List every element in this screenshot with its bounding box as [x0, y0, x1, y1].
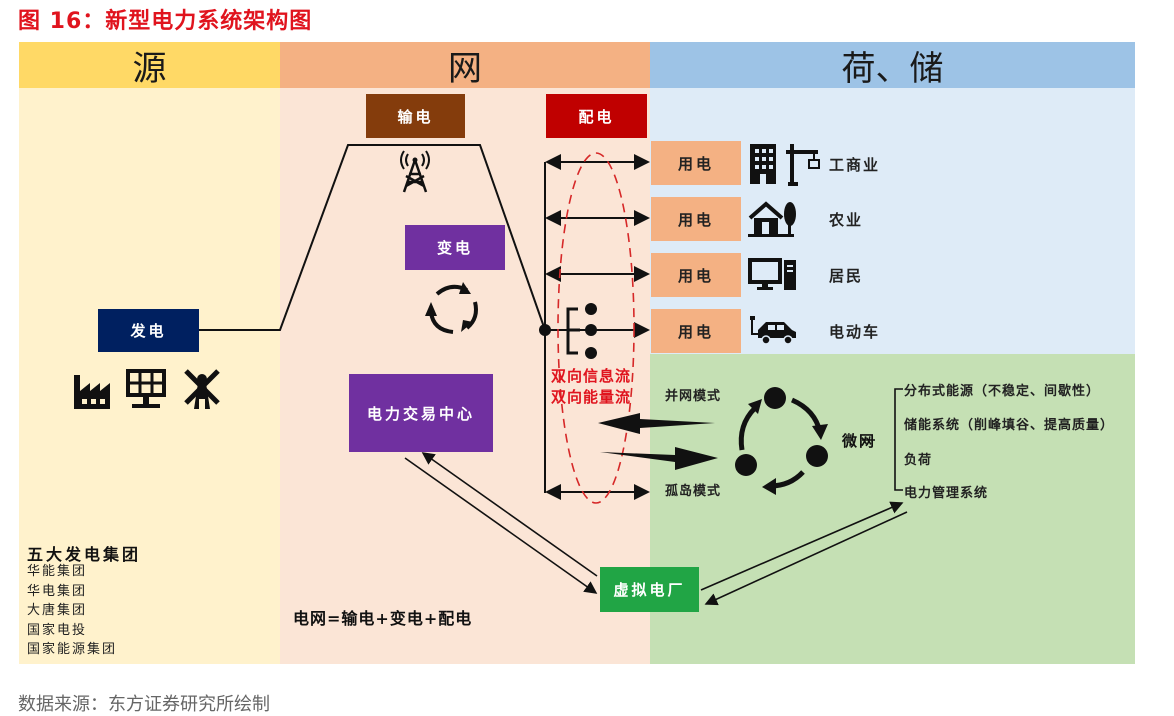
- group-item: 国家电投: [27, 622, 88, 638]
- groups-list: 华能集团 华电集团 大唐集团 国家电投 国家能源集团: [27, 562, 117, 660]
- trading-center-label: 电力交易中心: [366, 404, 475, 423]
- storage-microgrid-panel: [650, 354, 1135, 664]
- consumer-box-label: 用电: [677, 154, 714, 173]
- generation-label: 发电: [130, 322, 167, 340]
- column-header-grid-label: 网: [448, 48, 482, 89]
- consumer-label: 农业: [829, 211, 864, 229]
- trading-center-box: 电力交易中心: [349, 374, 493, 452]
- column-header-source-label: 源: [132, 48, 167, 89]
- consumer-label: 居民: [829, 267, 864, 285]
- island-mode-label: 孤岛模式: [665, 484, 722, 499]
- transmission-label: 输电: [397, 107, 434, 126]
- generation-icons: [72, 367, 232, 411]
- group-item: 华电集团: [27, 583, 88, 599]
- info-flow-label: 双向信息流: [551, 367, 632, 385]
- house-tree-icon: [748, 201, 796, 237]
- transformation-label: 变电: [436, 239, 473, 257]
- column-header-source: 源: [19, 42, 280, 89]
- microgrid-item: 负荷: [904, 453, 933, 468]
- figure-title: 图 16：新型电力系统架构图: [18, 9, 313, 34]
- consumer-box-label: 用电: [677, 322, 714, 341]
- virtual-plant-label: 虚拟电厂: [613, 581, 686, 599]
- consumer-box: 用电: [651, 253, 741, 297]
- factory-icon: [74, 375, 110, 409]
- grid-equation: 电网=输电+变电+配电: [293, 609, 473, 628]
- column-header-load-storage: 荷、储: [650, 42, 1135, 89]
- ev-car-icon: [750, 316, 796, 345]
- consumer-label: 电动车: [829, 323, 881, 341]
- building-crane-icon: [750, 144, 820, 186]
- column-header-grid: 网: [280, 42, 650, 89]
- data-source-note: 数据来源：东方证券研究所绘制: [18, 694, 270, 715]
- column-header-load-label: 荷、储: [841, 48, 944, 89]
- computer-icon: [748, 258, 796, 290]
- groups-title: 五大发电集团: [27, 545, 142, 564]
- windmill-icon: [184, 369, 220, 409]
- consumer-label: 工商业: [829, 156, 881, 174]
- cycle-arrows-icon: [425, 282, 478, 334]
- generation-box: 发电: [98, 309, 199, 352]
- virtual-power-plant-box: 虚拟电厂: [600, 567, 699, 612]
- transmission-tower-icon: [400, 150, 430, 193]
- microgrid-item: 储能系统（削峰填谷、提高质量）: [904, 418, 1115, 433]
- microgrid-item: 电力管理系统: [904, 486, 989, 501]
- microgrid-label: 微网: [842, 432, 877, 450]
- consumer-box: 用电: [651, 197, 741, 241]
- consumer-box-label: 用电: [677, 210, 714, 229]
- transmission-box: 输电: [366, 94, 465, 138]
- flow-labels: 双向信息流 双向能量流: [551, 366, 631, 408]
- grid-connected-mode-label: 并网模式: [665, 389, 722, 404]
- transformation-box: 变电: [405, 225, 505, 270]
- solar-panel-icon: [126, 369, 166, 408]
- energy-flow-label: 双向能量流: [551, 388, 632, 406]
- microgrid-item: 分布式能源（不稳定、间歇性）: [904, 384, 1101, 399]
- group-item: 国家能源集团: [27, 642, 118, 657]
- group-item: 大唐集团: [27, 603, 88, 618]
- consumer-box-label: 用电: [677, 266, 714, 285]
- distribution-label: 配电: [578, 107, 615, 126]
- distribution-box: 配电: [546, 94, 647, 138]
- group-item: 华能集团: [27, 564, 88, 579]
- consumer-box: 用电: [651, 141, 741, 185]
- consumer-box: 用电: [651, 309, 741, 353]
